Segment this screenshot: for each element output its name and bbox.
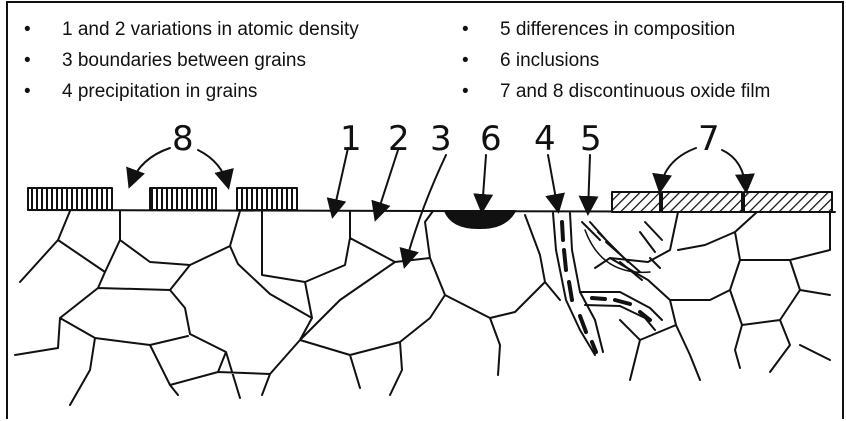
label-3: 3 [430, 119, 452, 159]
inclusion-6 [445, 211, 515, 228]
label-8: 8 [172, 119, 194, 159]
grain-boundaries [15, 211, 830, 405]
oxide-film-8-segment [150, 188, 216, 210]
oxide-film-7-segment [744, 192, 832, 212]
oxide-film-7-segment [662, 192, 742, 212]
oxide-film-8-segment [237, 188, 297, 210]
precipitate-4 [553, 213, 595, 355]
label-2: 2 [388, 119, 410, 159]
arrow-8-right [198, 150, 228, 186]
arrow-6 [482, 155, 486, 210]
label-1: 1 [340, 119, 362, 159]
arrow-7-right [722, 150, 746, 190]
arrow-8-left [130, 148, 170, 185]
arrow-2 [376, 150, 398, 218]
label-5: 5 [580, 119, 602, 159]
oxide-film-7-segment [612, 192, 660, 212]
label-7: 7 [698, 119, 720, 159]
arrow-5 [588, 155, 590, 212]
arrow-4 [548, 155, 558, 210]
oxide-film-8-segment [28, 188, 112, 210]
label-4: 4 [534, 119, 556, 159]
label-6: 6 [480, 119, 502, 159]
arrow-7-left [660, 148, 696, 190]
